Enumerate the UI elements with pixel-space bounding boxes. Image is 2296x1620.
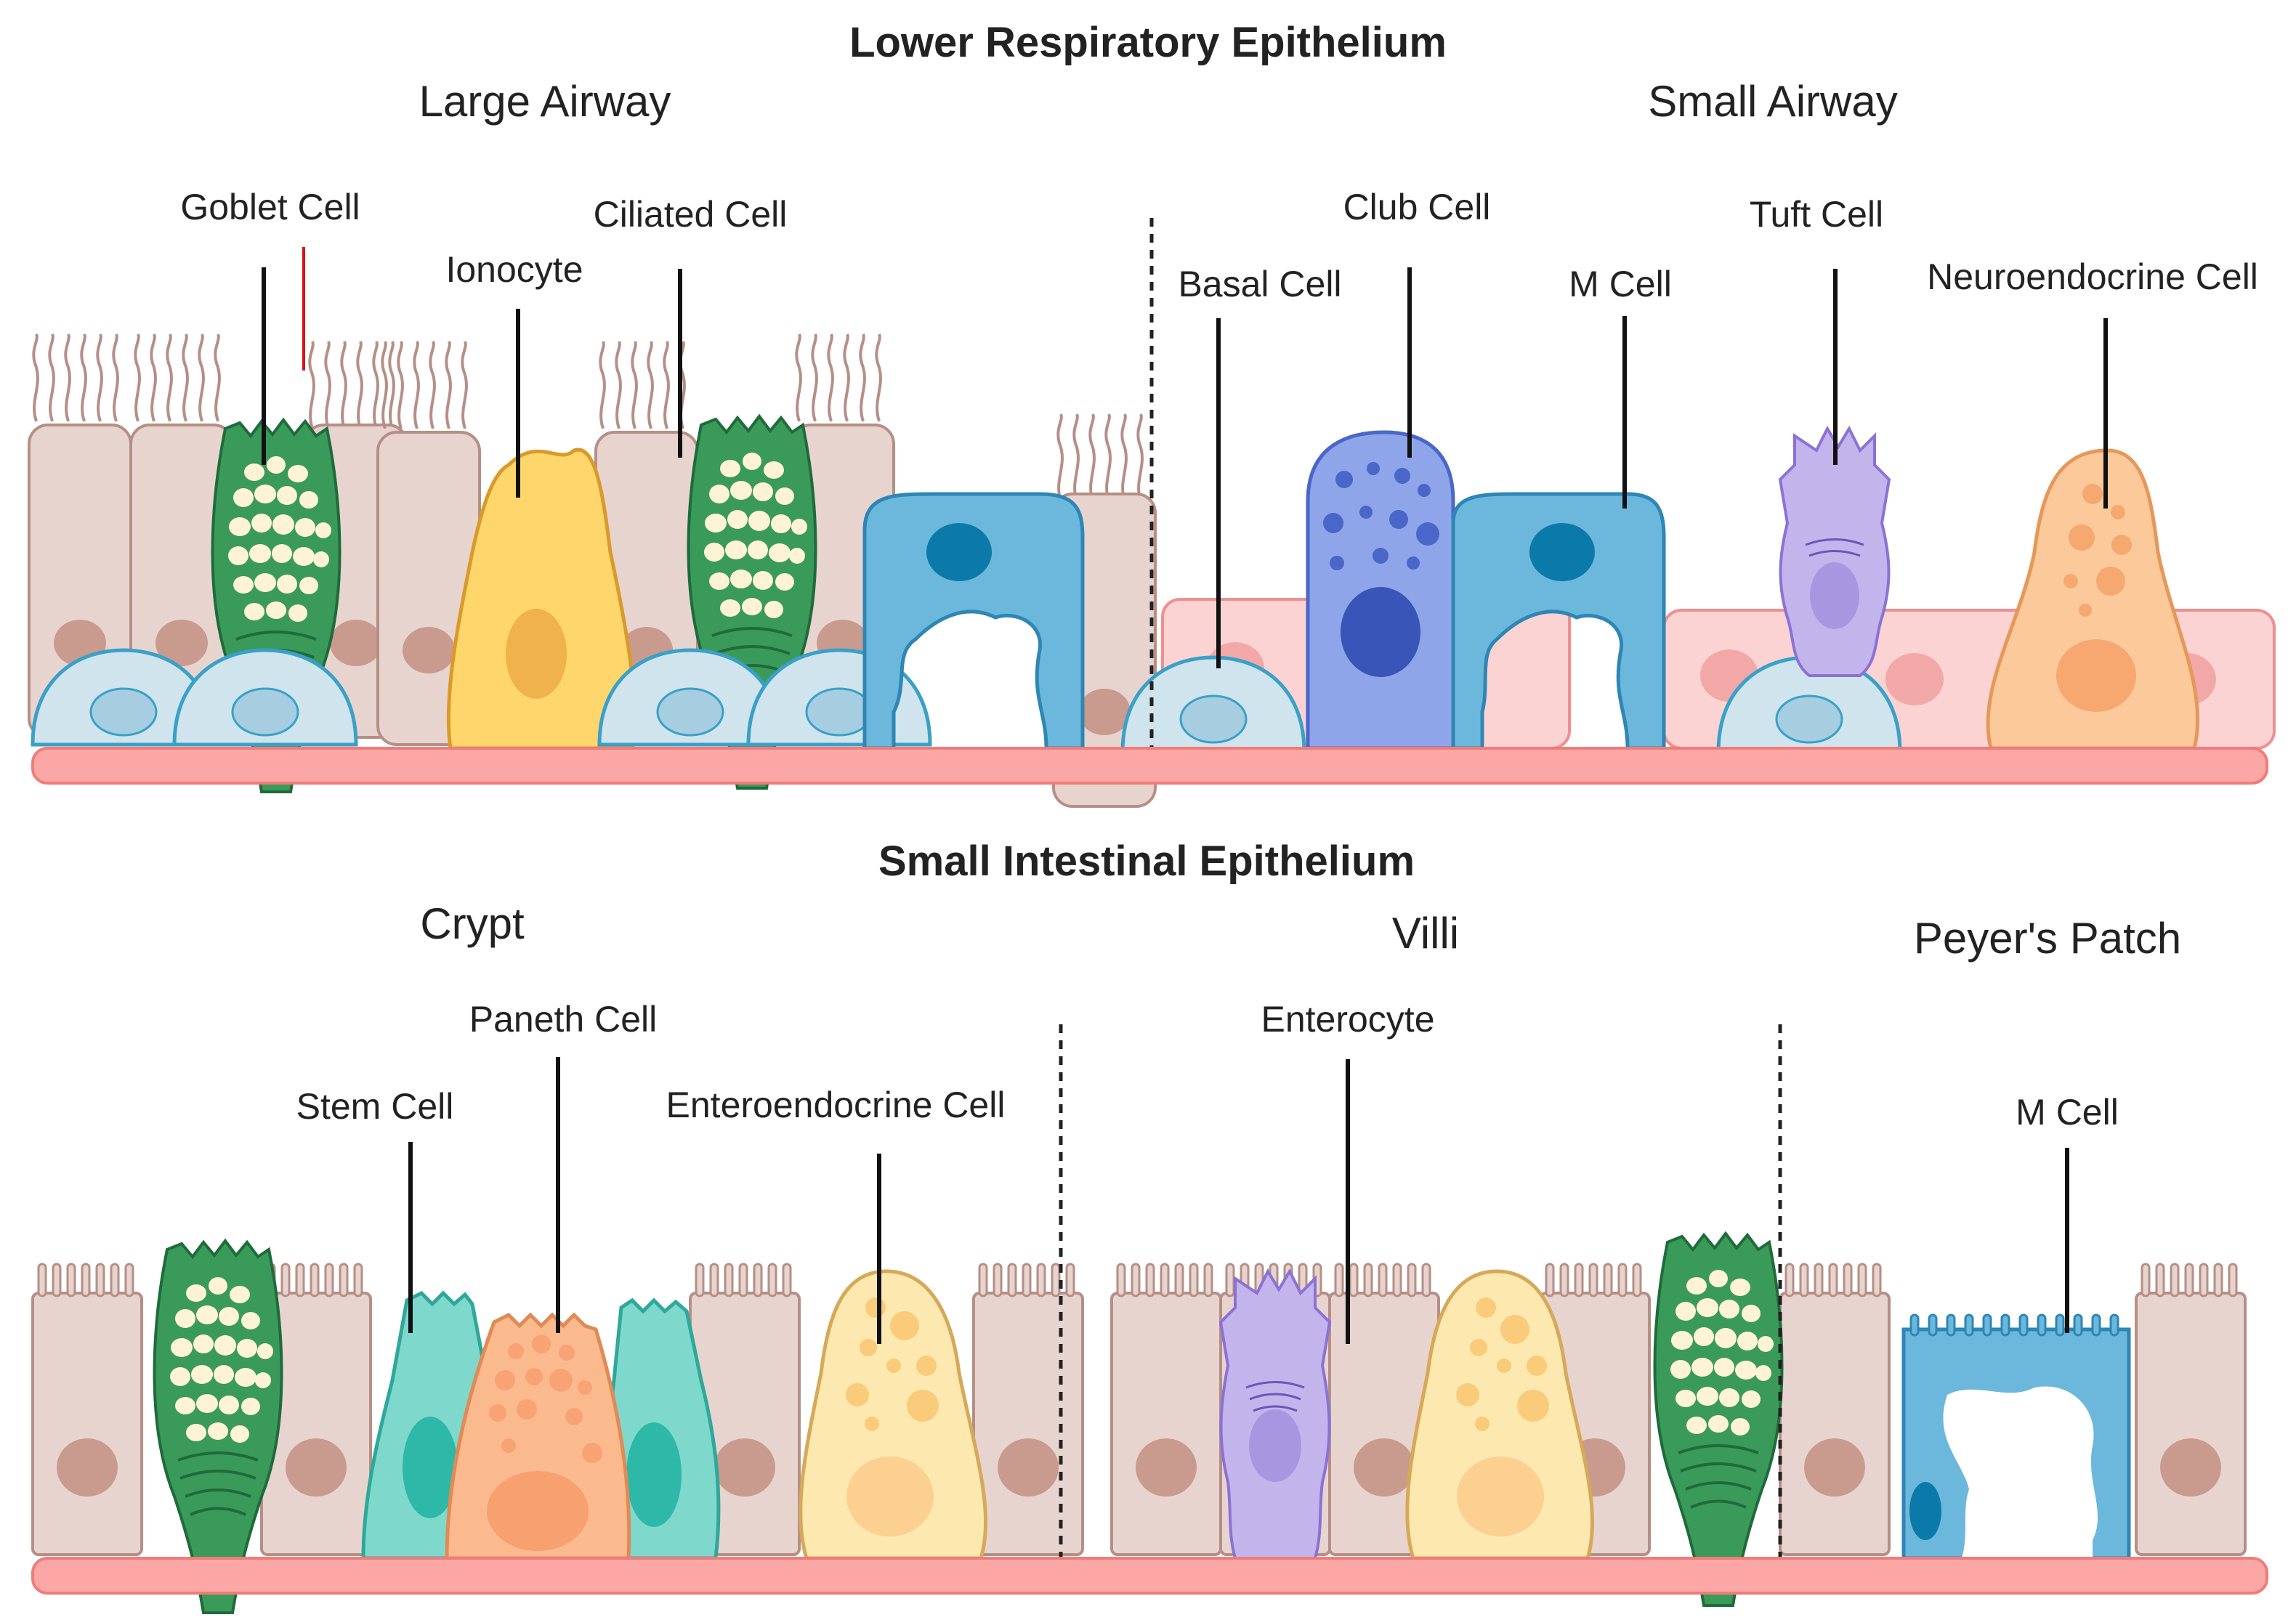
label-m-cell-peyers: M Cell [2016, 1092, 2119, 1133]
label-enteroendocrine-cell: Enteroendocrine Cell [666, 1085, 1006, 1125]
intestinal-leader-lines [408, 1057, 2069, 1344]
label-ciliated-cell: Ciliated Cell [594, 194, 788, 235]
region-large-airway: Large Airway [419, 77, 671, 126]
label-paneth-cell: Paneth Cell [469, 999, 658, 1040]
m-cell-large-airway [862, 492, 1085, 750]
respiratory-basement-membrane [31, 747, 2268, 785]
m-cell-small-airway [1451, 492, 1666, 750]
label-goblet-cell: Goblet Cell [180, 187, 360, 227]
neuroendocrine-cell [1986, 448, 2200, 750]
region-villi: Villi [1392, 909, 1459, 957]
label-club-cell: Club Cell [1343, 187, 1491, 227]
label-basal-cell: Basal Cell [1178, 264, 1341, 304]
label-tuft-cell: Tuft Cell [1750, 194, 1883, 235]
goblet-cell-villi [1653, 1232, 1784, 1607]
intestinal-title: Small Intestinal Epithelium [878, 838, 1415, 885]
label-enterocyte: Enterocyte [1261, 999, 1434, 1040]
enteroendocrine-cell [799, 1269, 988, 1560]
label-m-cell-airway: M Cell [1569, 264, 1672, 304]
tuft-cell-airway [1778, 425, 1891, 677]
paneth-cell [445, 1312, 631, 1560]
label-stem-cell: Stem Cell [296, 1086, 454, 1127]
respiratory-leader-lines [262, 267, 2108, 668]
region-crypt: Crypt [420, 899, 525, 948]
label-ionocyte: Ionocyte [445, 249, 583, 290]
club-cell [1306, 430, 1455, 750]
tuft-cell-villi [1218, 1268, 1332, 1560]
region-peyers-patch: Peyer's Patch [1914, 914, 2181, 963]
label-neuroendocrine-cell: Neuroendocrine Cell [1927, 256, 2258, 297]
region-small-airway: Small Airway [1648, 77, 1897, 126]
intestinal-basement-membrane [31, 1557, 2268, 1595]
respiratory-title: Lower Respiratory Epithelium [849, 19, 1447, 66]
m-cell-peyers [1901, 1313, 2131, 1560]
